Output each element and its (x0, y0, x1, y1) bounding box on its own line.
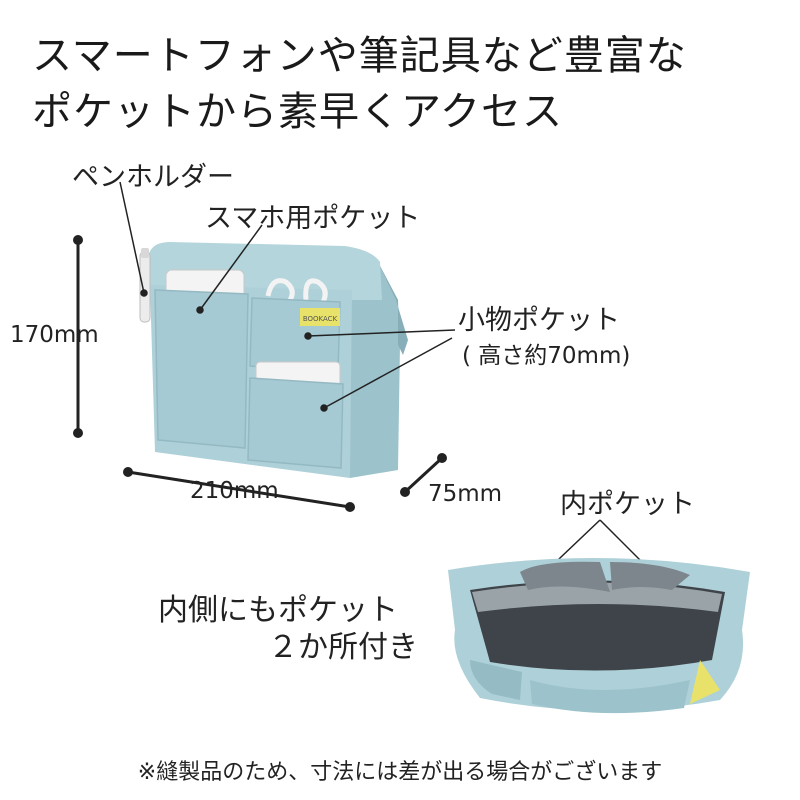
bag-front-view: BOOKACK (139, 242, 408, 478)
inner-pocket-label: 内ポケット (560, 489, 695, 520)
footnote: ※縫製品のため、寸法には差が出る場合がございます (137, 760, 663, 785)
height-dimension: 170mm (10, 322, 99, 348)
bag-inside-view (448, 557, 750, 714)
small-pocket-height-label: ( 高さ約70mm) (462, 343, 631, 369)
brand-tag (300, 308, 340, 326)
inside-pocket-note-line-1: 内側にもポケット (158, 593, 398, 628)
pen-holder-label: ペンホルダー (72, 162, 234, 193)
inside-pocket-note-line-2: ２か所付き (268, 630, 418, 665)
brand-tag-text: BOOKACK (303, 315, 338, 323)
dimension-lines (73, 235, 447, 512)
small-pocket-label: 小物ポケット (458, 305, 620, 336)
headline: スマートフォンや筆記具など豊富な ポケットから素早くアクセス (32, 28, 687, 140)
depth-dimension: 75mm (428, 481, 503, 507)
width-dimension: 210mm (190, 478, 279, 504)
headline-line-2: ポケットから素早くアクセス (32, 89, 563, 135)
headline-line-1: スマートフォンや筆記具など豊富な (32, 33, 687, 79)
phone-pocket-label: スマホ用ポケット (205, 203, 421, 234)
